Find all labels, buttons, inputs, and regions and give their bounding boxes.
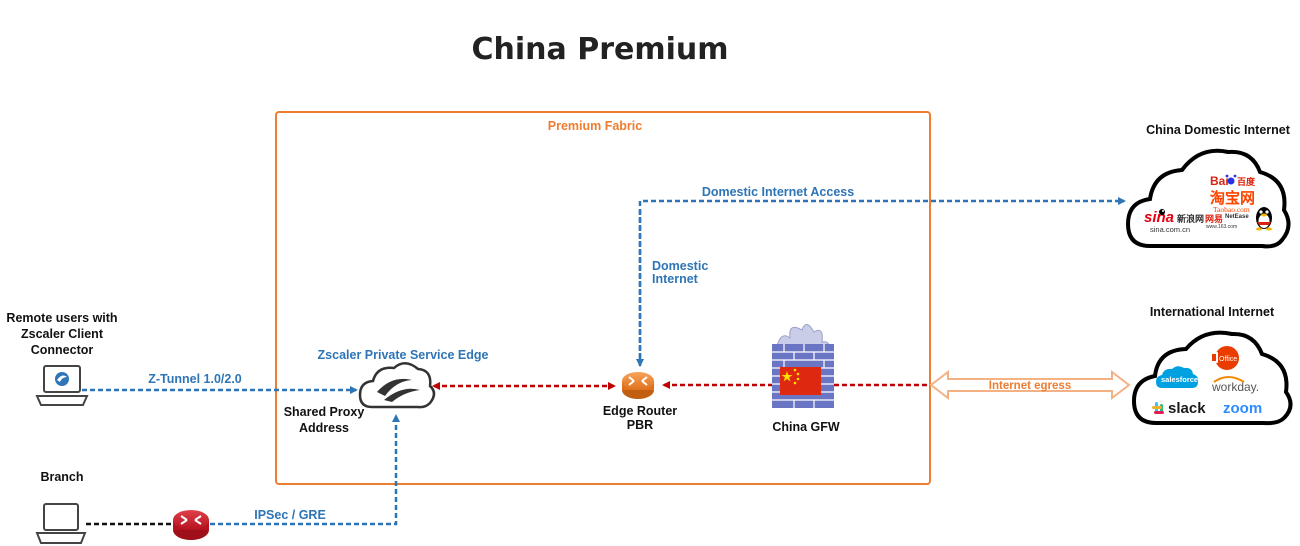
- baidu-cn: 百度: [1237, 176, 1256, 187]
- workday-arc-icon: [1213, 376, 1245, 383]
- taobao-logo: 淘宝网: [1209, 189, 1255, 207]
- pse-sub-label-1: Shared Proxy: [284, 405, 365, 419]
- remote-users-label-1: Remote users with: [6, 311, 117, 325]
- intl-internet-title: International Internet: [1150, 305, 1275, 319]
- premium-fabric-box: [275, 111, 931, 485]
- edge-router-label-2: PBR: [627, 418, 653, 432]
- office365-label: Office 365: [1219, 356, 1251, 363]
- gfw-label: China GFW: [772, 420, 840, 434]
- china-internet-cloud[interactable]: [1125, 148, 1291, 249]
- workday-logo: workday.: [1211, 380, 1259, 394]
- intl-brand-logos: Office 365 salesforce workday. slack zoo…: [1152, 346, 1262, 417]
- china-internet-title: China Domestic Internet: [1146, 123, 1291, 137]
- remote-users-label-2: Zscaler Client: [21, 327, 104, 341]
- premium-fabric-label: Premium Fabric: [548, 119, 643, 133]
- ipsec-label: IPSec / GRE: [254, 508, 326, 522]
- netease-logo: NetEase: [1225, 214, 1249, 220]
- sina-cn: 新浪网: [1177, 213, 1204, 224]
- netease-url: www.163.com: [1206, 224, 1237, 230]
- domestic-internet-label-1: Domestic: [652, 259, 708, 273]
- ztunnel-label: Z-Tunnel 1.0/2.0: [148, 372, 242, 386]
- branch-router-icon[interactable]: [173, 510, 209, 540]
- slack-logo: slack: [1168, 400, 1206, 417]
- china-flag-icon: [780, 367, 821, 395]
- firewall-icon[interactable]: [772, 324, 834, 408]
- branch-laptop-icon[interactable]: [35, 503, 87, 544]
- remote-users-label-3: Connector: [31, 343, 94, 357]
- branch-label: Branch: [40, 470, 83, 484]
- internet-egress-label: Internet egress: [989, 380, 1071, 392]
- domestic-internet-label-2: Internet: [652, 272, 699, 286]
- salesforce-icon: [1156, 366, 1199, 388]
- pse-sub-label-2: Address: [299, 421, 349, 435]
- pse-title: Zscaler Private Service Edge: [318, 348, 489, 362]
- office365-icon: [1210, 346, 1239, 370]
- domestic-access-path: [638, 197, 1126, 366]
- sina-eye-icon: [1159, 209, 1165, 215]
- china-brand-logos: Bai 百度 淘宝网 Taobao.com sina 新浪网 sina.com.…: [1144, 174, 1272, 234]
- sina-logo: sina: [1144, 209, 1174, 226]
- netease-cn: 网易: [1205, 214, 1223, 224]
- zoom-logo: zoom: [1223, 400, 1262, 417]
- intl-internet-cloud[interactable]: [1131, 330, 1293, 426]
- page-title: China Premium: [472, 32, 729, 67]
- domestic-access-label: Domestic Internet Access: [702, 185, 854, 199]
- baidu-paw-icon: [1225, 174, 1237, 185]
- zscaler-cloud-icon[interactable]: [358, 362, 436, 409]
- ipsec-connection: [210, 414, 400, 526]
- salesforce-label: salesforce: [1161, 375, 1198, 384]
- sina-url: sina.com.cn: [1150, 225, 1190, 234]
- taobao-url: Taobao.com: [1213, 205, 1250, 214]
- edge-router-label-1: Edge Router: [603, 404, 677, 418]
- internet-egress-arrow: [929, 369, 1131, 401]
- baidu-logo: Bai: [1210, 174, 1229, 188]
- edge-router-icon[interactable]: [622, 372, 654, 399]
- laptop-icon[interactable]: [35, 365, 89, 406]
- slack-icon: [1152, 402, 1164, 414]
- qq-penguin-icon: [1256, 207, 1272, 231]
